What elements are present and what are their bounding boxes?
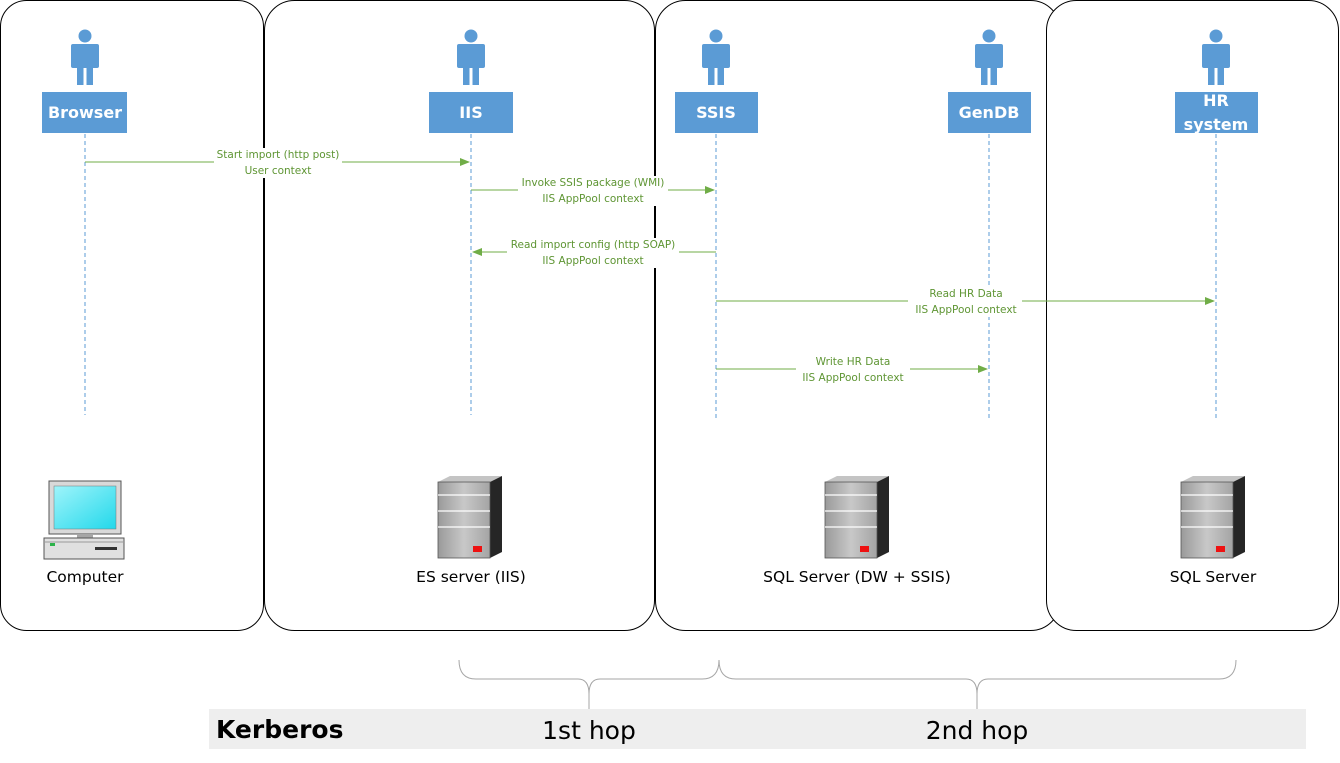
actor-iis: IIS [429,29,513,133]
actor-box [948,92,1031,133]
kerberos-label: Kerberos [216,715,343,744]
person-icon [702,29,730,85]
message-start-import: Start import (http post) User context [85,148,470,178]
actor-box [42,92,127,133]
person-icon [457,29,485,85]
message-label: Write HR Data [816,356,891,368]
hop-label-2: 2nd hop [926,716,1029,745]
actor-ssis: SSIS [675,29,758,133]
actor-label: SSIS [696,103,736,122]
actor-browser: Browser [42,29,127,133]
message-label: Read import config (http SOAP) [511,239,676,251]
server-icon [1180,476,1245,559]
message-read-hr-data: Read HR Data IIS AppPool context [716,287,1215,317]
server-icon [824,476,889,559]
message-context: User context [245,165,312,177]
actor-box [675,92,758,133]
message-read-import-config: Read import config (http SOAP) IIS AppPo… [472,238,716,268]
person-icon [71,29,99,85]
machine-es-server: ES server (IIS) [416,476,526,586]
message-label: Start import (http post) [217,149,340,161]
machine-sql-dw-ssis: SQL Server (DW + SSIS) [763,476,951,586]
actor-box [429,92,513,133]
messages: Start import (http post) User context In… [85,148,1215,385]
message-label: Invoke SSIS package (WMI) [522,177,665,189]
machine-label: SQL Server (DW + SSIS) [763,568,951,586]
machine-label: ES server (IIS) [416,568,526,586]
message-write-hr-data: Write HR Data IIS AppPool context [716,355,988,385]
machine-label: SQL Server [1170,568,1257,586]
client-zone [0,0,264,631]
actors: Browser IIS SSIS [42,29,1258,134]
message-context: IIS AppPool context [542,255,643,267]
server-icon [437,476,502,559]
es-server-zone [264,0,655,631]
actor-label: GenDB [959,103,1020,122]
message-label: Read HR Data [929,288,1002,300]
hop-label-1: 1st hop [542,716,636,745]
actor-label: IIS [459,103,482,122]
machine-computer: Computer [43,480,125,586]
kerberos-section: Kerberos 1st hop 2nd hop [209,659,1306,749]
zones [0,0,1339,631]
message-context: IIS AppPool context [542,193,643,205]
message-context: IIS AppPool context [802,372,903,384]
actor-hr-system: HR system [1175,29,1258,134]
hop-brace-2 [718,659,1237,709]
person-icon [1202,29,1230,85]
person-icon [975,29,1003,85]
actor-label-line2: system [1184,115,1249,134]
actor-gendb: GenDB [948,29,1031,133]
actor-label-line1: HR [1203,91,1229,110]
message-invoke-ssis: Invoke SSIS package (WMI) IIS AppPool co… [471,176,715,206]
kerberos-band [209,709,1306,749]
hop-brace-1 [458,659,720,709]
hr-sql-zone [1046,0,1339,631]
lifelines [84,134,1217,420]
machine-label: Computer [46,568,124,586]
machines: Computer ES server (IIS) [43,476,1257,586]
computer-icon [43,480,125,560]
machine-hr-sql-server: SQL Server [1170,476,1257,586]
actor-box [1175,92,1258,133]
actor-label: Browser [48,103,122,122]
message-context: IIS AppPool context [915,304,1016,316]
